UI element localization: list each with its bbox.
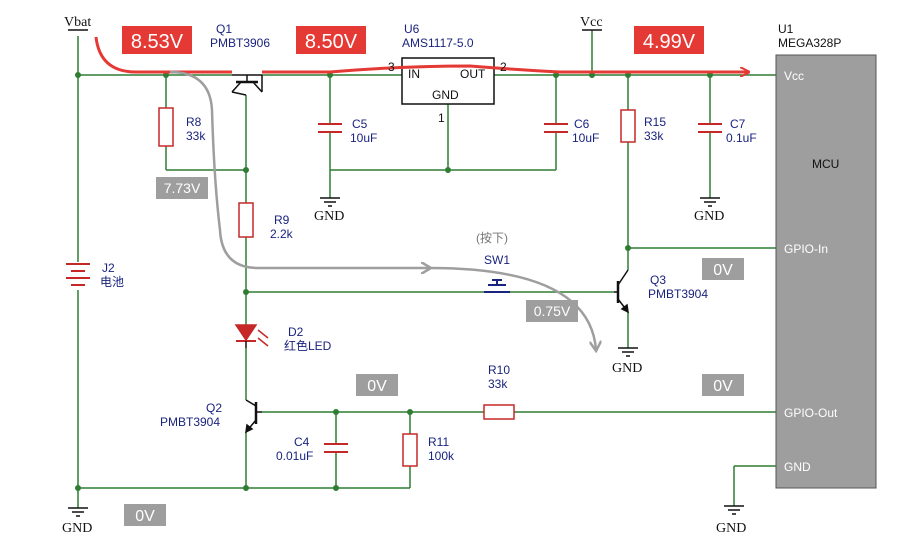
mcu-pin-gpio-out: GPIO-Out [784,406,838,420]
label-u1-ref: U1 [778,22,794,36]
signal-flow-arrow-2 [429,266,596,350]
switch-sw1 [484,279,510,293]
label-c5-val: 10uF [350,131,377,145]
label-sw1-note: (按下) [476,231,508,245]
transistor-q3 [614,269,629,314]
mcu-pin-vcc: Vcc [784,69,804,83]
capacitor-c7 [698,123,722,133]
mcu-center-label: MCU [812,157,839,171]
label-c4-val: 0.01uF [276,449,313,463]
label-gnd-left: GND [62,521,92,536]
label-r10-ref: R10 [488,363,510,377]
label-c5-ref: C5 [352,117,368,131]
voltage-badge-sw: 0.75V [534,303,571,319]
signal-flow-arrow [169,70,430,268]
label-r9-ref: R9 [274,213,290,227]
voltage-badge-gnd: 0V [135,508,155,525]
gnd-symbol-c5 [320,197,340,207]
voltage-badge-r8-bg [156,177,208,199]
voltage-badge-vcc: 4.99V [643,31,696,53]
mcu-pin-gnd: GND [784,460,811,474]
transistor-q1 [231,74,263,96]
label-r9-val: 2.2k [270,227,294,241]
battery-j2 [66,263,90,286]
label-q2-part: PMBT3904 [160,415,220,429]
resistor-r10 [483,404,515,420]
label-d2-ref: D2 [288,325,304,339]
voltage-badge-r8: 7.73V [164,180,201,196]
label-u6-pin3: 3 [388,60,395,74]
resistor-r11 [402,433,418,467]
capacitor-c6 [544,123,568,133]
mcu-u1-body [775,54,877,489]
label-j2-ref: J2 [102,261,115,275]
label-q3-part: PMBT3904 [648,287,708,301]
label-u6-part: AMS1117-5.0 [402,36,474,50]
gnd-symbol-c7 [700,197,720,207]
voltage-badge-q1-bg [296,26,366,54]
voltage-badge-q2: 0V [367,378,387,395]
label-d2-val: 红色LED [284,338,332,353]
capacitor-c4 [324,443,348,453]
label-gnd-mcu: GND [716,521,746,536]
resistor-r15 [620,109,636,143]
label-gnd-c7: GND [694,209,724,224]
label-c7-ref: C7 [730,117,746,131]
mcu-pin-gpio-in: GPIO-In [784,242,828,256]
voltage-badge-vcc-bg [634,26,704,54]
led-d2 [234,324,269,348]
label-r10-val: 33k [488,377,508,391]
label-c6-val: 10uF [572,131,599,145]
label-q1-part: PMBT3906 [210,36,270,50]
voltage-badge-sw-bg [526,300,578,322]
label-r8-val: 33k [186,129,206,143]
label-u6-gnd: GND [432,88,459,102]
voltage-badge-q1: 8.50V [305,31,358,53]
label-u1-part: MEGA328P [778,36,841,50]
gnd-symbol-mcu [724,505,744,515]
voltage-badge-gpio-in-bg [702,258,744,280]
wires [77,30,776,508]
label-u6-ref: U6 [404,22,420,36]
voltage-badge-gpio-in: 0V [713,262,733,279]
label-c6-ref: C6 [574,117,590,131]
label-gnd-c5: GND [314,209,344,224]
transistor-q2 [245,399,262,434]
label-j2-val: 电池 [100,275,124,289]
label-sw1-ref: SW1 [484,253,510,267]
voltage-badge-batt: 8.53V [131,31,184,53]
label-r15-ref: R15 [644,115,666,129]
label-u6-in: IN [408,67,420,81]
label-gnd-q3: GND [612,361,642,376]
junction-dots [75,72,713,491]
label-q1-ref: Q1 [216,22,232,36]
label-u6-pin2: 2 [500,60,507,74]
label-r15-val: 33k [644,129,664,143]
label-q3-ref: Q3 [650,273,666,287]
gnd-symbol-q3 [618,347,638,357]
capacitor-c5 [318,123,342,133]
voltage-badge-gpio-out: 0V [713,378,733,395]
voltage-badge-gpio-out-bg [702,374,744,396]
label-vbat: Vbat [64,15,91,30]
gnd-symbol-left [68,507,88,517]
current-flow-arrow [94,36,748,72]
voltage-badge-q2-bg [356,374,398,396]
label-c7-val: 0.1uF [726,131,757,145]
voltage-badge-batt-bg [122,26,192,54]
label-u6-pin1: 1 [438,111,445,125]
resistor-r8 [158,107,174,147]
resistor-r9 [238,202,254,238]
label-u6-out: OUT [460,67,486,81]
label-r11-ref: R11 [428,435,449,449]
label-vcc-node: Vcc [580,15,603,30]
label-c4-ref: C4 [294,435,310,449]
label-q2-ref: Q2 [206,401,222,415]
label-r11-val: 100k [428,449,455,463]
voltage-badge-gnd-bg [124,504,166,526]
label-r8-ref: R8 [186,115,202,129]
